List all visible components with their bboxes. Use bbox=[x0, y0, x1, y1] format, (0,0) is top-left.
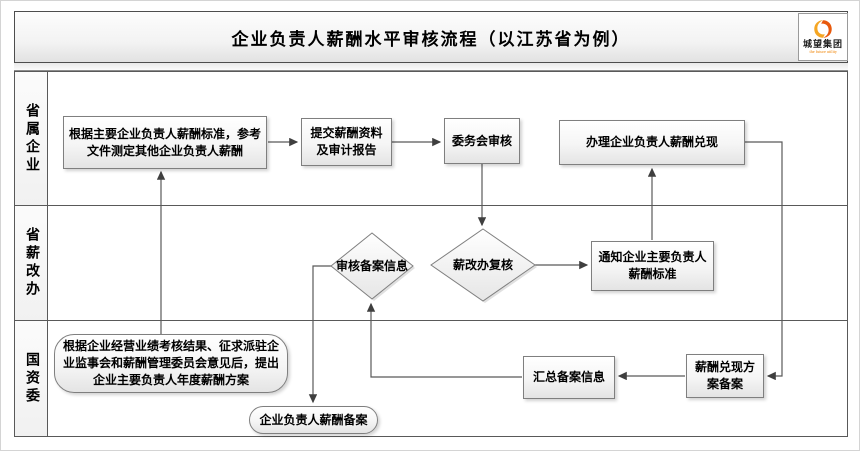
lane-label: 国资委 bbox=[24, 351, 39, 406]
lane-label: 省属企业 bbox=[24, 102, 39, 175]
logo-swirl-icon bbox=[814, 20, 832, 38]
title-bar: 企业负责人薪酬水平审核流程（以江苏省为例） bbox=[14, 11, 848, 63]
lane-provincial-enterprises: 省属企业 bbox=[15, 72, 847, 206]
logo-tagline: the future utility bbox=[809, 50, 837, 55]
logo-name: 城望集团 bbox=[802, 39, 843, 49]
company-logo: 城望集团 the future utility bbox=[798, 13, 848, 61]
lane-label-cell: 省薪改办 bbox=[15, 206, 48, 320]
lane-sasac: 国资委 bbox=[15, 321, 847, 436]
lane-label-cell: 省属企业 bbox=[15, 72, 48, 205]
node-summarize-filing-info: 汇总备案信息 bbox=[523, 356, 615, 399]
node-committee-review: 委务会审核 bbox=[444, 118, 520, 164]
lane-label: 省薪改办 bbox=[24, 227, 39, 299]
node-submit-pay-data: 提交薪酬资料及审计报告 bbox=[301, 118, 392, 166]
node-notify-pay-standard: 通知企业主要负责人薪酬标准 bbox=[591, 241, 714, 291]
node-pay-reform-office-recheck: 薪改办复核 bbox=[452, 257, 513, 272]
page-title: 企业负责人薪酬水平审核流程（以江苏省为例） bbox=[231, 29, 631, 49]
node-pay-cashing-plan-filing: 薪酬兑现方案备案 bbox=[686, 354, 764, 398]
node-propose-annual-pay-plan: 根据企业经营业绩考核结果、征求派驻企业监事会和薪酬管理委员会意见后，提出企业主要… bbox=[54, 334, 288, 393]
title-strip bbox=[14, 63, 848, 71]
node-leader-pay-filing: 企业负责人薪酬备案 bbox=[249, 406, 378, 434]
node-review-filing-info: 审核备案信息 bbox=[335, 258, 408, 273]
node-handle-pay-cashing: 办理企业负责人薪酬兑现 bbox=[559, 120, 745, 165]
lane-label-cell: 国资委 bbox=[15, 321, 48, 436]
node-measure-other-leaders-pay: 根据主要企业负责人薪酬标准，参考文件测定其他企业负责人薪酬 bbox=[63, 116, 267, 169]
